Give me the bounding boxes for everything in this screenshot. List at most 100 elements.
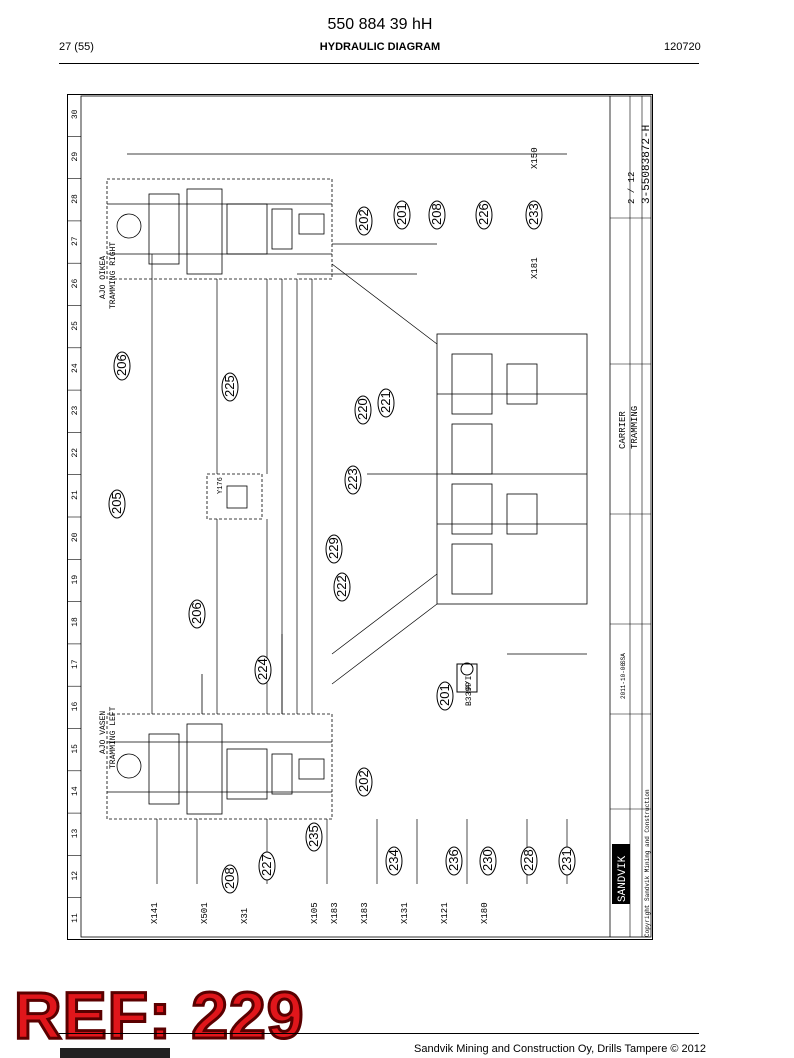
column-number: 22 xyxy=(71,448,80,458)
carrier-title-2: TRAMMING xyxy=(630,406,640,449)
column-number: 23 xyxy=(71,405,80,415)
left-tramming-block xyxy=(106,634,333,820)
right-tramming-block xyxy=(106,178,333,280)
svg-text:230: 230 xyxy=(480,849,495,871)
callout-227: 227 xyxy=(258,851,276,881)
callout-202: 202 xyxy=(355,767,373,797)
footer-text: Sandvik Mining and Construction Oy, Dril… xyxy=(414,1043,706,1055)
valve-label: Y176 xyxy=(217,477,225,494)
svg-text:228: 228 xyxy=(521,849,536,871)
connector-label: X105 xyxy=(310,902,320,924)
left-block-subtitle: TRAMMING LEFT xyxy=(109,706,118,769)
svg-text:B339P: B339P xyxy=(465,682,474,706)
footer-logo xyxy=(60,1048,170,1058)
svg-text:233: 233 xyxy=(526,203,541,225)
drawn-name: SSA xyxy=(620,653,627,664)
callout-230: 230 xyxy=(479,846,497,876)
connector-label: X141 xyxy=(150,902,160,924)
carrier-title-1: CARRIER xyxy=(618,411,628,449)
callout-220: 220 xyxy=(354,395,372,425)
column-number: 19 xyxy=(71,575,80,585)
svg-text:208: 208 xyxy=(222,867,237,889)
callout-236: 236 xyxy=(445,846,463,876)
callout-234: 234 xyxy=(385,846,403,876)
callout-226: 226 xyxy=(475,200,493,230)
svg-text:221: 221 xyxy=(378,391,393,413)
svg-text:202: 202 xyxy=(356,770,371,792)
svg-text:236: 236 xyxy=(446,849,461,871)
svg-text:206: 206 xyxy=(114,354,129,376)
ref-label: REF: 229 xyxy=(12,978,305,1052)
column-number: 12 xyxy=(71,871,80,881)
left-block-title: AJO VASEN xyxy=(99,711,108,754)
callout-229: 229 xyxy=(325,534,343,564)
connector-label: X181 xyxy=(530,257,540,279)
column-number: 28 xyxy=(71,194,80,204)
callout-201: 201 xyxy=(436,681,454,711)
hydraulic-diagram-sheet: 1112131415161718192021222324252627282930… xyxy=(67,94,653,940)
column-number: 15 xyxy=(71,744,80,754)
drawing-number: 3-55083872-H xyxy=(641,125,653,204)
callout-201: 201 xyxy=(393,200,411,230)
column-number: 11 xyxy=(71,913,80,923)
footer-rule xyxy=(59,1033,699,1034)
pressure-sensor-b339p: B339P P/I xyxy=(456,662,478,706)
svg-text:234: 234 xyxy=(386,849,401,871)
callout-222: 222 xyxy=(333,572,351,602)
column-number: 30 xyxy=(71,109,80,119)
right-block-title: AJO OIKEA xyxy=(99,256,108,299)
svg-text:205: 205 xyxy=(109,492,124,514)
column-number: 26 xyxy=(71,279,80,289)
connector-label: X150 xyxy=(530,147,540,169)
column-number: 27 xyxy=(71,236,80,246)
carrier-valve-bank xyxy=(436,333,588,605)
svg-text:227: 227 xyxy=(259,854,274,876)
connector-label: X180 xyxy=(480,902,490,924)
svg-text:225: 225 xyxy=(222,375,237,397)
valve-y176 xyxy=(206,473,263,520)
right-block-subtitle: TRAMMING RIGHT xyxy=(109,242,118,309)
callout-225: 225 xyxy=(221,372,239,402)
column-number: 17 xyxy=(71,659,80,669)
drawn-date: 2011-10-06 xyxy=(620,663,627,699)
svg-text:201: 201 xyxy=(437,684,452,706)
title-block: SANDVIK Copyright Sandvik Mining and Con… xyxy=(609,96,653,937)
copyright-text: Copyright Sandvik Mining and Constructio… xyxy=(644,789,651,937)
svg-text:206: 206 xyxy=(189,602,204,624)
callout-208: 208 xyxy=(428,200,446,230)
callout-205: 205 xyxy=(108,489,126,519)
connector-label: X183 xyxy=(360,902,370,924)
connector-label: X31 xyxy=(240,908,250,924)
column-number: 25 xyxy=(71,321,80,331)
callout-231: 231 xyxy=(558,846,576,876)
connector-label: X131 xyxy=(400,902,410,924)
document-number: 550 884 39 hH xyxy=(327,16,433,33)
callout-235: 235 xyxy=(305,822,323,852)
connector-label: X501 xyxy=(200,902,210,924)
callout-233: 233 xyxy=(525,200,543,230)
callout-206: 206 xyxy=(113,351,131,381)
callout-206: 206 xyxy=(188,599,206,629)
column-number: 13 xyxy=(71,828,80,838)
column-number: 18 xyxy=(71,617,80,627)
svg-text:229: 229 xyxy=(326,537,341,559)
brand-logo: SANDVIK xyxy=(617,855,629,902)
svg-text:223: 223 xyxy=(345,468,360,490)
svg-text:202: 202 xyxy=(356,209,371,231)
column-number: 20 xyxy=(71,532,80,542)
svg-text:201: 201 xyxy=(394,203,409,225)
callout-202: 202 xyxy=(355,206,373,236)
connector-label: X121 xyxy=(440,902,450,924)
callout-223: 223 xyxy=(344,465,362,495)
svg-text:222: 222 xyxy=(334,575,349,597)
page-indicator: 27 (55) xyxy=(59,41,94,53)
svg-text:231: 231 xyxy=(559,849,574,871)
callout-228: 228 xyxy=(520,846,538,876)
column-number: 14 xyxy=(71,786,80,796)
document-date: 120720 xyxy=(664,41,701,53)
sheet-number: 2 / 12 xyxy=(627,172,637,204)
callout-208: 208 xyxy=(221,864,239,894)
column-number: 24 xyxy=(71,363,80,373)
